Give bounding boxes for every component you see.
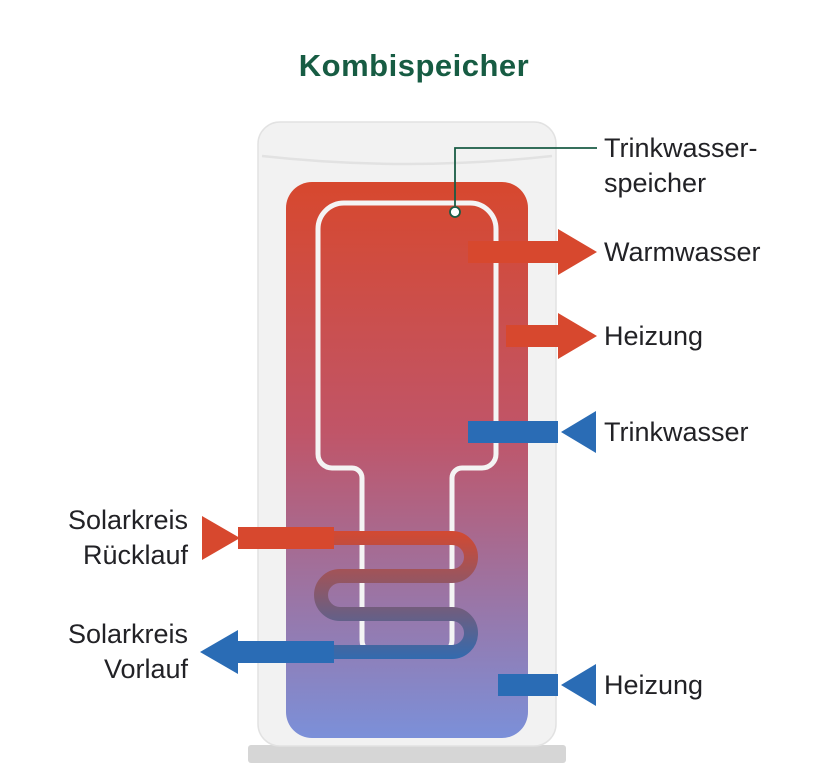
tank-lid-seam bbox=[261, 154, 553, 166]
heizung-return-label: Heizung bbox=[604, 670, 704, 700]
heizung-return-arrow bbox=[498, 664, 596, 706]
trinkwasser-label: Trinkwasser bbox=[604, 417, 749, 447]
trinkwasser-arrow bbox=[468, 411, 596, 453]
warmwasser-arrow bbox=[468, 229, 597, 275]
solarkreis-ruecklauf-arrow bbox=[202, 516, 334, 560]
solar-coil bbox=[300, 531, 478, 659]
heizung-supply-arrow bbox=[506, 313, 597, 359]
trinkwasserspeicher-label: Trinkwasser- speicher bbox=[604, 131, 758, 201]
solarkreis-vorlauf-label-line2: Vorlauf bbox=[103, 654, 188, 684]
tank-base bbox=[248, 745, 566, 763]
page-title: Kombispeicher bbox=[298, 48, 530, 83]
trinkwasserspeicher-leader-line bbox=[454, 147, 597, 206]
heizung-supply-label: Heizung bbox=[604, 321, 704, 351]
trinkwasserspeicher-label-line1: Trinkwasser- bbox=[604, 133, 758, 163]
warmwasser-label: Warmwasser bbox=[604, 237, 761, 267]
tank-water-gradient bbox=[286, 182, 528, 738]
trinkwasserspeicher-label-line2: speicher bbox=[604, 168, 707, 198]
solarkreis-ruecklauf-label-line1: Solarkreis bbox=[67, 505, 188, 535]
solarkreis-vorlauf-label-line1: Solarkreis bbox=[67, 619, 188, 649]
solarkreis-vorlauf-arrow bbox=[200, 630, 334, 674]
solarkreis-vorlauf-label: Solarkreis Vorlauf bbox=[68, 617, 188, 687]
leader-endpoint-dot bbox=[449, 206, 461, 218]
solarkreis-ruecklauf-label-line2: Rücklauf bbox=[82, 540, 188, 570]
solarkreis-ruecklauf-label: Solarkreis Rücklauf bbox=[68, 503, 188, 573]
